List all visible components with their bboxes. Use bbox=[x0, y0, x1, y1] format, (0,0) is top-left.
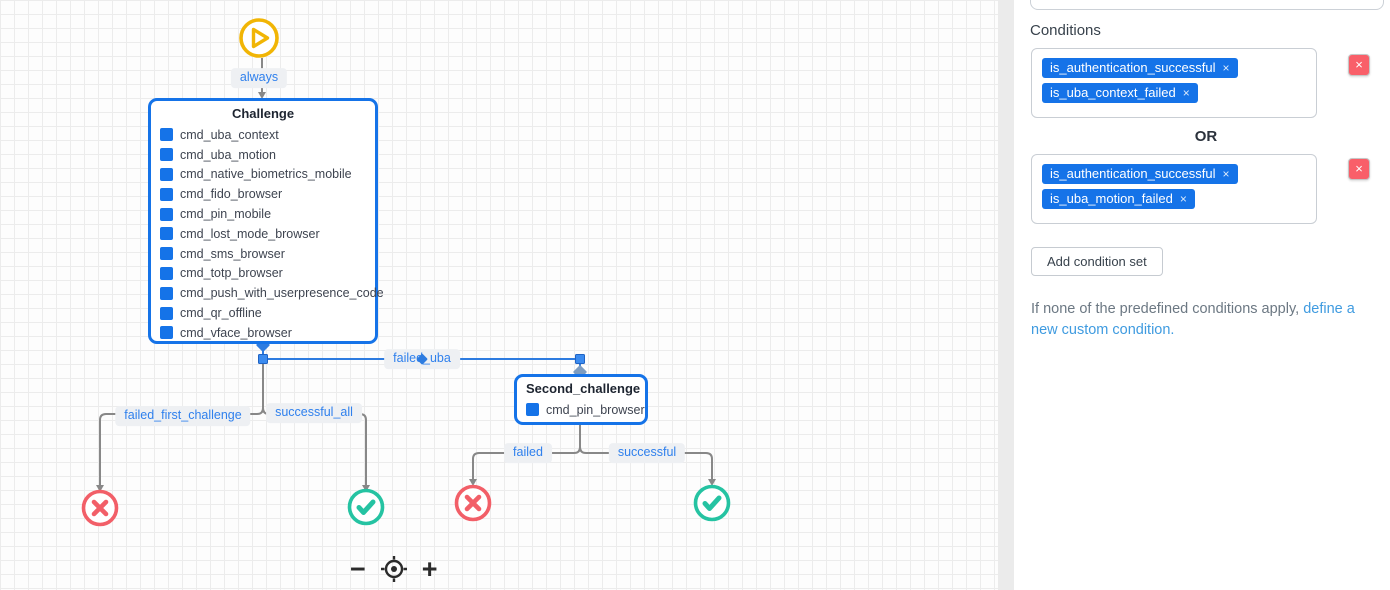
edge-label-failed-first-challenge[interactable]: failed_first_challenge bbox=[115, 406, 251, 426]
condition-chip[interactable]: is_authentication_successful × bbox=[1042, 58, 1238, 78]
chip-close-icon[interactable]: × bbox=[1222, 166, 1230, 181]
command-icon bbox=[160, 326, 173, 340]
flow-canvas[interactable]: always Challenge cmd_uba_context cmd_uba… bbox=[0, 0, 998, 590]
edge-label-failed-uba[interactable]: failed_uba bbox=[384, 349, 460, 369]
edge-label-successful[interactable]: successful bbox=[608, 443, 686, 463]
add-condition-set-button[interactable]: Add condition set bbox=[1031, 247, 1163, 276]
chip-close-icon[interactable]: × bbox=[1222, 60, 1230, 75]
zoom-out-button[interactable]: − bbox=[350, 554, 366, 584]
delete-condition-set-button[interactable]: × bbox=[1348, 54, 1370, 76]
command-icon bbox=[160, 227, 173, 241]
command-icon bbox=[160, 187, 173, 201]
command-icon bbox=[160, 207, 173, 221]
command-item: cmd_pin_browser bbox=[526, 400, 645, 420]
command-item: cmd_qr_offline bbox=[160, 303, 366, 323]
zoom-in-button[interactable]: + bbox=[421, 554, 438, 584]
command-icon bbox=[160, 128, 173, 142]
edge-label-successful-all[interactable]: successful_all bbox=[266, 403, 362, 423]
node-second-challenge[interactable]: Second_challenge cmd_pin_browser bbox=[514, 374, 648, 425]
command-item: cmd_totp_browser bbox=[160, 264, 366, 284]
condition-chip[interactable]: is_uba_context_failed × bbox=[1042, 83, 1198, 103]
condition-set[interactable]: is_authentication_successful × is_uba_mo… bbox=[1031, 154, 1317, 224]
command-icon bbox=[526, 403, 539, 417]
command-icon bbox=[160, 247, 173, 261]
conditions-panel: Conditions is_authentication_successful … bbox=[1014, 0, 1390, 590]
canvas-panel-divider bbox=[998, 0, 1014, 590]
command-item: cmd_uba_motion bbox=[160, 145, 366, 165]
command-icon bbox=[160, 286, 173, 300]
command-item: cmd_lost_mode_browser bbox=[160, 224, 366, 244]
command-item: cmd_fido_browser bbox=[160, 184, 366, 204]
command-icon bbox=[160, 167, 173, 181]
or-separator: OR bbox=[1194, 128, 1218, 145]
start-play-icon[interactable] bbox=[237, 16, 281, 60]
success-icon[interactable] bbox=[691, 482, 733, 524]
command-list: cmd_pin_browser bbox=[526, 400, 645, 420]
condition-set[interactable]: is_authentication_successful × is_uba_co… bbox=[1031, 48, 1317, 118]
define-custom-condition-link[interactable]: define a new custom condition. bbox=[1031, 301, 1355, 338]
failure-icon[interactable] bbox=[452, 482, 494, 524]
edge-label-failed[interactable]: failed bbox=[504, 443, 552, 463]
node-title: Second_challenge bbox=[526, 381, 641, 396]
zoom-controls: − + bbox=[350, 554, 438, 584]
condition-chip[interactable]: is_uba_motion_failed × bbox=[1042, 189, 1195, 209]
command-item: cmd_sms_browser bbox=[160, 244, 366, 264]
command-icon bbox=[160, 148, 173, 162]
node-challenge[interactable]: Challenge cmd_uba_context cmd_uba_motion… bbox=[148, 98, 384, 344]
chip-close-icon[interactable]: × bbox=[1179, 191, 1187, 206]
success-icon[interactable] bbox=[345, 486, 387, 528]
delete-condition-set-button[interactable]: × bbox=[1348, 158, 1370, 180]
command-icon bbox=[160, 306, 173, 320]
command-item: cmd_uba_context bbox=[160, 125, 366, 145]
command-item: cmd_vface_browser bbox=[160, 323, 366, 343]
custom-condition-hint: If none of the predefined conditions app… bbox=[1031, 301, 1355, 338]
node-title: Challenge bbox=[231, 106, 295, 121]
command-item: cmd_native_biometrics_mobile bbox=[160, 165, 366, 185]
panel-field-partial[interactable] bbox=[1030, 0, 1384, 10]
command-icon bbox=[160, 266, 173, 280]
failure-icon[interactable] bbox=[79, 487, 121, 529]
condition-chip[interactable]: is_authentication_successful × bbox=[1042, 164, 1238, 184]
center-target-icon[interactable] bbox=[380, 555, 408, 583]
chip-close-icon[interactable]: × bbox=[1182, 85, 1190, 100]
command-item: cmd_pin_mobile bbox=[160, 204, 366, 224]
command-list: cmd_uba_context cmd_uba_motion cmd_nativ… bbox=[160, 125, 384, 343]
edge-label-always[interactable]: always bbox=[230, 68, 288, 88]
conditions-heading: Conditions bbox=[1030, 22, 1101, 39]
command-item: cmd_push_with_userpresence_code bbox=[160, 283, 384, 303]
